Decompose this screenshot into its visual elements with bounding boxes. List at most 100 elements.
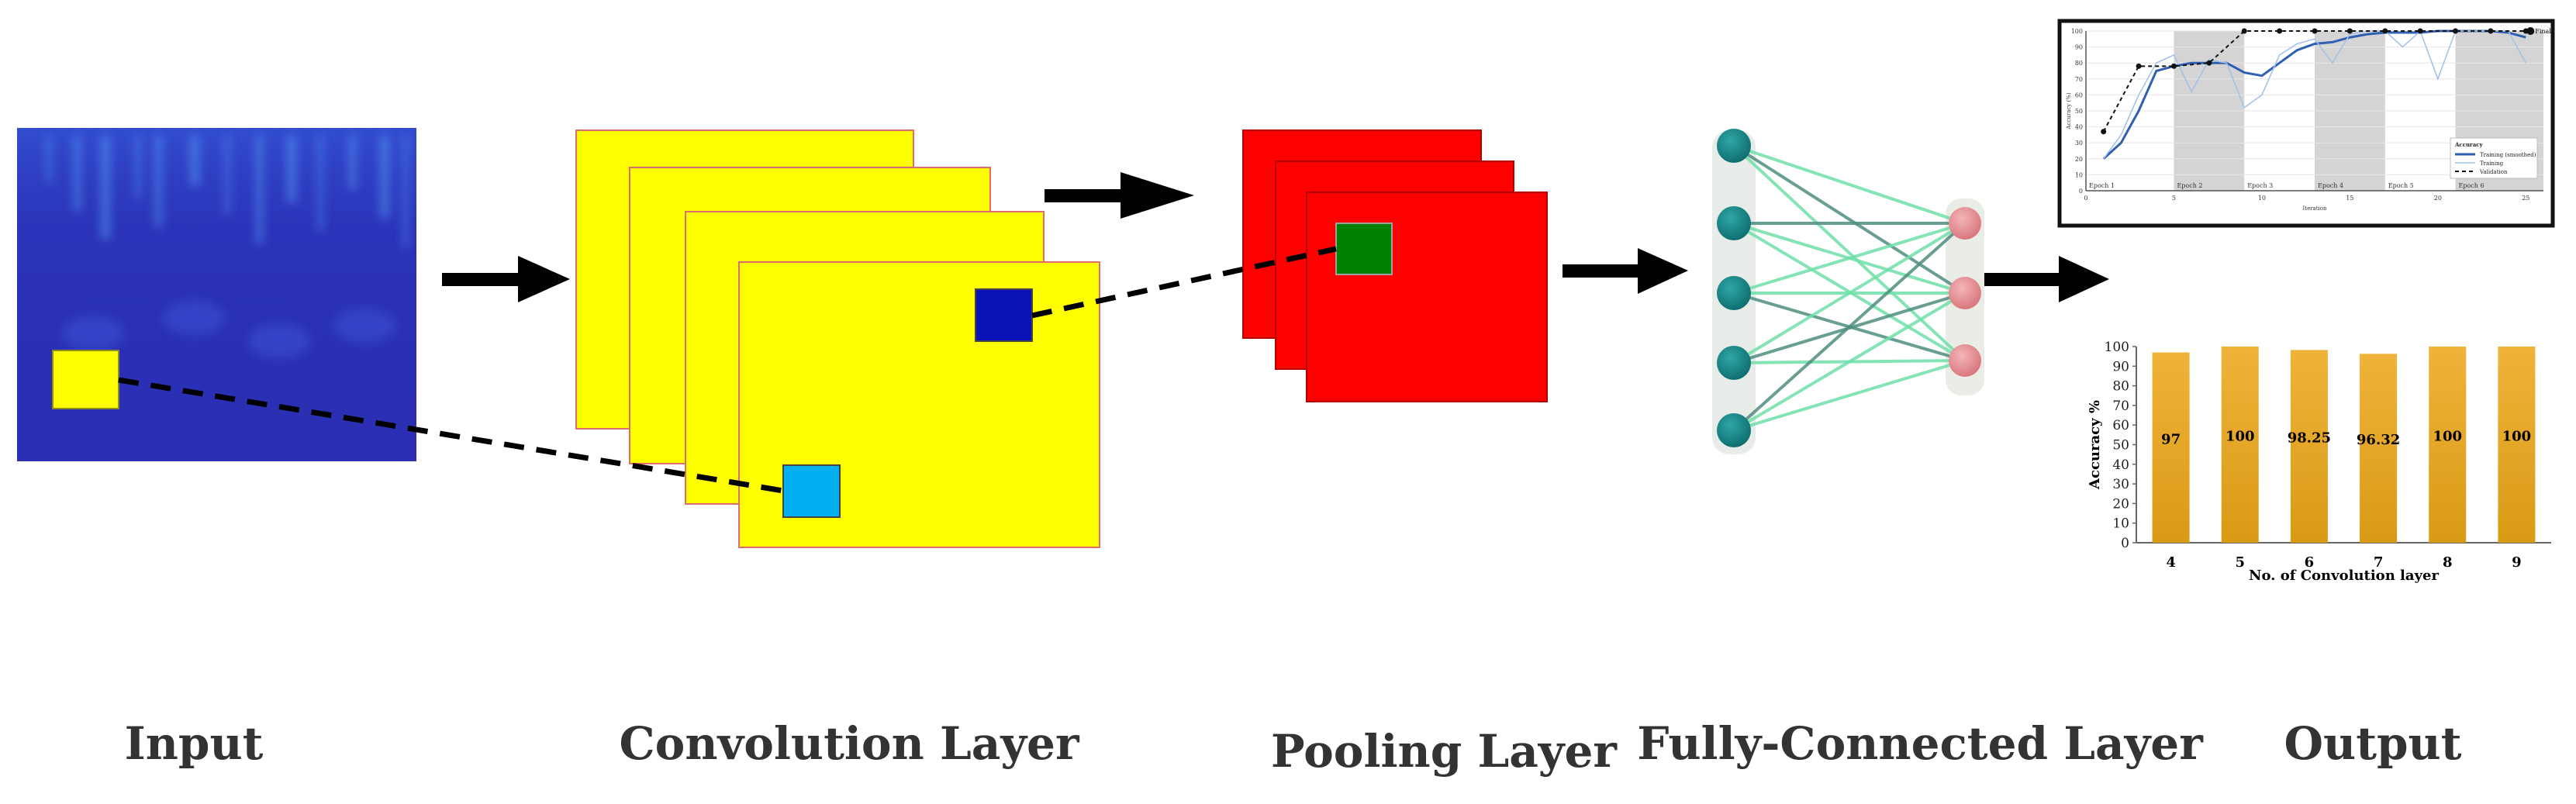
spectrogram-streak (155, 136, 162, 227)
spectrogram-blob (248, 324, 310, 358)
fc-input-node (1717, 413, 1751, 447)
y-tick-label: 0 (2079, 188, 2083, 195)
spectrogram-streak (287, 136, 296, 202)
spectrogram-blob (62, 316, 124, 350)
right-arrow-icon (1045, 172, 1194, 219)
pool-window (1335, 223, 1393, 275)
convolution-feature-maps (575, 129, 1100, 548)
bar (2429, 347, 2467, 543)
epoch-label: Epoch 5 (2388, 182, 2414, 189)
bar-value-label: 100 (2502, 429, 2532, 445)
input-window (52, 350, 119, 409)
receptive-field-connectors (118, 246, 1337, 494)
y-tick-label: 10 (2075, 171, 2083, 178)
legend-entry: Training (2480, 160, 2504, 167)
spectrogram-streaks (47, 136, 408, 358)
x-tick-label: 20 (2434, 195, 2442, 202)
validation-point (2101, 129, 2107, 135)
x-tick-label: 8 (2443, 554, 2453, 571)
bar (2152, 352, 2190, 543)
validation-point (2241, 28, 2247, 34)
fc-edge (1732, 222, 1967, 364)
legend-title: Accuracy (2454, 141, 2484, 148)
x-tick-label: 25 (2522, 195, 2529, 202)
y-tick-label: 30 (2075, 140, 2083, 147)
x-axis-label: No. of Convolution layer (2249, 568, 2439, 584)
validation-point (2312, 28, 2318, 34)
y-tick-label: 40 (2075, 124, 2083, 131)
x-tick-label: 4 (2166, 554, 2176, 571)
bar-series (2152, 347, 2536, 543)
fc-edge (1732, 222, 1967, 432)
spectrogram-streak (256, 136, 263, 243)
label-output: Output (2284, 717, 2462, 770)
spectrogram-streak (403, 136, 408, 247)
validation-point (2170, 63, 2177, 69)
bar (2221, 347, 2259, 543)
epoch-label: Epoch 3 (2247, 182, 2273, 189)
y-tick-label: 80 (2075, 60, 2083, 67)
spectrogram-streak (101, 136, 110, 240)
x-tick-label: 7 (2374, 554, 2384, 571)
bar-value-label: 100 (2226, 429, 2255, 445)
fc-nodes (1717, 129, 1981, 447)
spectrogram-blob (333, 309, 395, 343)
epoch-label: Epoch 1 (2089, 182, 2115, 189)
y-tick-label: 90 (2075, 44, 2083, 51)
y-tick-label: 60 (2112, 418, 2129, 433)
label-input: Input (124, 717, 264, 770)
fc-edge (1732, 144, 1967, 295)
x-tick-label: 6 (2305, 554, 2315, 571)
spectrogram-streak (190, 136, 199, 186)
x-axis-label: Iteration (2302, 205, 2327, 212)
label-convolution-layer: Convolution Layer (619, 717, 1079, 770)
y-tick-label: 80 (2112, 379, 2129, 395)
y-tick-label: 10 (2112, 516, 2129, 532)
conv-window-dark (975, 288, 1033, 342)
epoch-label: Epoch 6 (2459, 182, 2484, 189)
y-tick-label: 100 (2071, 28, 2083, 35)
fc-input-node (1717, 346, 1751, 380)
pooling-feature-maps (1242, 129, 1548, 402)
fc-output-node (1949, 207, 1981, 240)
input-spectrogram (17, 128, 416, 461)
bar-value-label: 98.25 (2288, 430, 2331, 447)
right-arrow-icon (1563, 248, 1688, 294)
bar (2360, 354, 2398, 543)
validation-point (2206, 60, 2212, 66)
conv-window-light (782, 464, 841, 518)
y-axis-label: Accuracy (%) (2066, 92, 2072, 129)
spectrogram-streak (136, 136, 140, 198)
fc-edge (1733, 222, 1966, 295)
label-pooling-layer: Pooling Layer (1271, 725, 1617, 778)
final-label: Final (2535, 28, 2551, 35)
fc-edge (1732, 292, 1967, 432)
y-tick-label: 50 (2075, 108, 2083, 115)
validation-point (2417, 28, 2423, 34)
fc-input-node (1717, 276, 1751, 310)
fc-edge (1733, 144, 1966, 225)
epoch-label: Epoch 2 (2177, 182, 2202, 189)
accuracy-bar-chart: 0102030405060708090100974100598.25696.32… (2087, 340, 2551, 584)
fully-connected-network (1712, 129, 1984, 454)
x-tick-label: 10 (2258, 195, 2266, 202)
y-tick-label: 100 (2105, 340, 2129, 355)
x-tick-label: 0 (2084, 195, 2087, 202)
y-tick-label: 20 (2075, 156, 2083, 163)
validation-point (2277, 28, 2283, 34)
x-tick-label: 15 (2346, 195, 2353, 202)
y-tick-label: 0 (2121, 536, 2129, 551)
bar (2498, 347, 2536, 543)
y-tick-label: 50 (2112, 438, 2129, 454)
plot-axes (2085, 31, 2543, 192)
spectrogram-streak (349, 136, 356, 190)
bar-value-label: 97 (2161, 431, 2181, 447)
spectrogram-streak (225, 136, 230, 215)
validation-point (2382, 28, 2388, 34)
bar-value-label: 100 (2433, 429, 2462, 445)
validation-point (2136, 63, 2142, 69)
